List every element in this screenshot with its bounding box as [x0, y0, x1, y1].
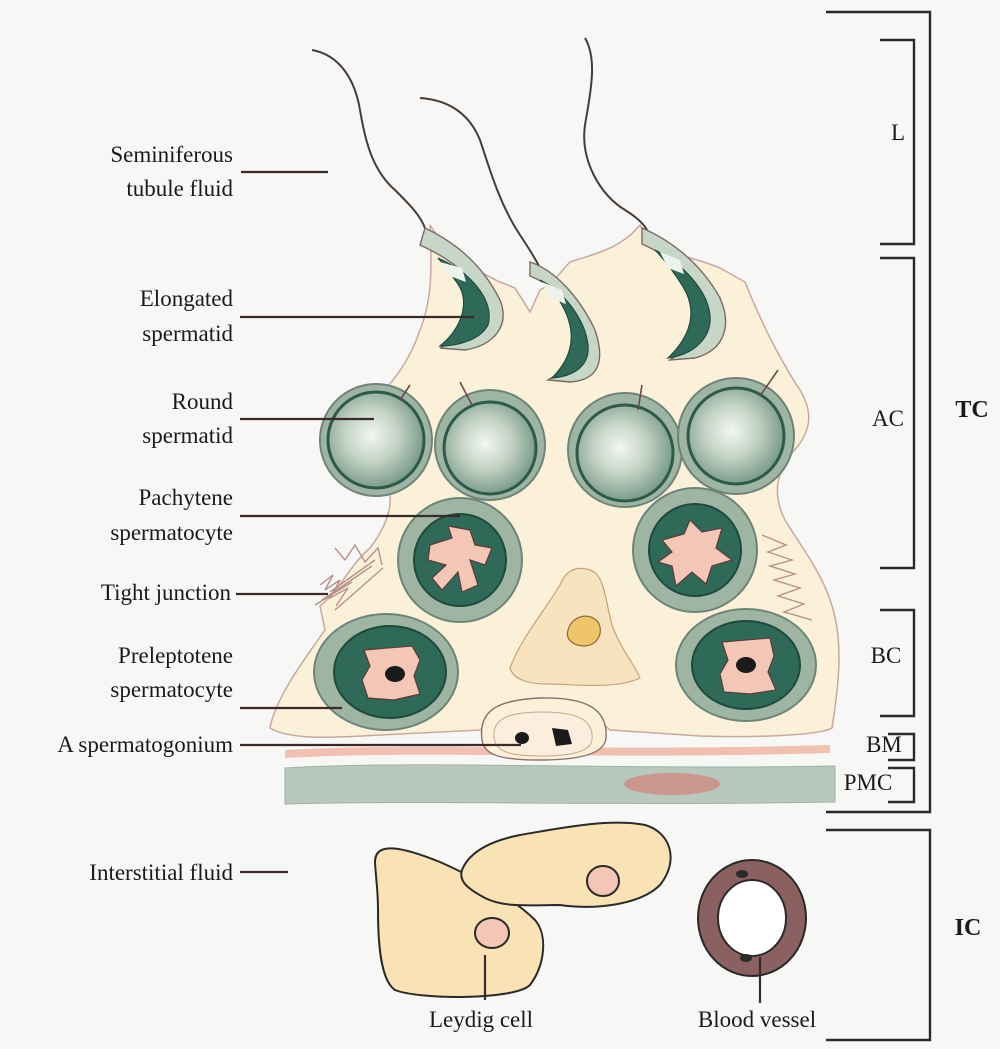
label-round-spermatid-1: Round [172, 389, 234, 414]
label-seminiferous-fluid-2: tubule fluid [126, 176, 233, 201]
blood-vessel [698, 860, 806, 976]
label-preleptotene-2: spermatocyte [110, 677, 233, 702]
peritubular-myoid-layer [285, 765, 835, 804]
label-compartment-BM: BM [866, 732, 902, 757]
round-spermatid-1 [320, 384, 432, 496]
label-compartment-L: L [891, 120, 905, 145]
label-compartment-IC: IC [955, 915, 982, 941]
preleptotene-spermatocyte-2 [676, 609, 816, 721]
label-compartment-PMC: PMC [844, 770, 893, 795]
label-tight-junction: Tight junction [101, 580, 232, 605]
label-a-spermatogonium: A spermatogonium [57, 732, 233, 757]
label-seminiferous-fluid-1: Seminiferous [110, 142, 233, 167]
label-elongated-spermatid-1: Elongated [140, 286, 234, 311]
label-compartment-AC: AC [872, 406, 904, 431]
label-pachytene-2: spermatocyte [110, 520, 233, 545]
label-elongated-spermatid-2: spermatid [142, 321, 233, 346]
label-pachytene-1: Pachytene [138, 485, 233, 510]
label-preleptotene-1: Preleptotene [118, 643, 233, 668]
label-interstitial-fluid: Interstitial fluid [89, 860, 233, 885]
label-blood-vessel: Blood vessel [698, 1007, 816, 1032]
a-spermatogonium [481, 698, 606, 760]
label-leydig-cell: Leydig cell [429, 1007, 533, 1032]
preleptotene-spermatocyte-1 [314, 614, 458, 730]
bracket-IC [826, 830, 930, 1040]
leydig-cell-2 [461, 823, 670, 907]
label-round-spermatid-2: spermatid [142, 423, 233, 448]
compartment-brackets [826, 12, 930, 1040]
myoid-cell-nucleus [624, 773, 720, 795]
label-compartment-BC: BC [871, 643, 902, 668]
pachytene-spermatocyte-2 [633, 488, 757, 612]
label-compartment-TC: TC [955, 397, 988, 423]
elongated-spermatid-1 [312, 50, 503, 350]
